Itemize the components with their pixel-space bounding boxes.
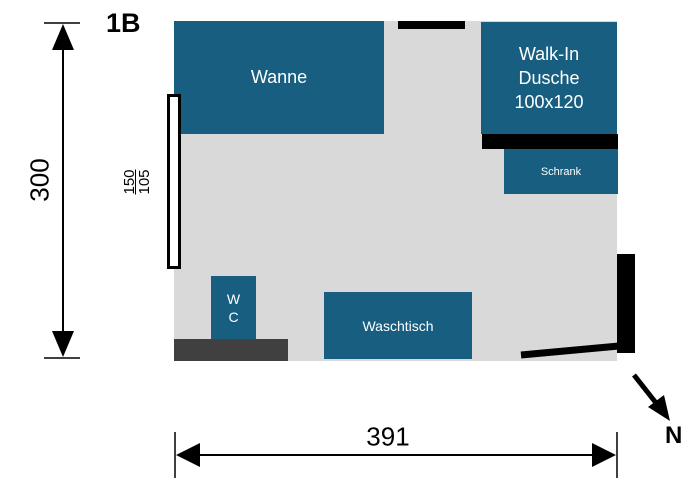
tub-label: Wanne [250,67,308,87]
north-arrow-icon [648,395,670,421]
arrow-down-icon [52,331,74,357]
tub: Wanne [174,21,384,134]
arrow-left-icon [176,443,200,467]
room-label: 1B [106,8,141,38]
shower-label-2: Dusche [518,68,580,88]
cabinet: Schrank [504,149,618,194]
width-dimension-label: 391 [366,421,410,452]
shower-label-1: Walk-In [518,44,580,64]
sink-label: Waschtisch [362,317,434,334]
window [167,94,181,269]
arrow-right-icon [592,443,616,467]
wc-label-1: W [226,290,241,307]
compass-label: N [665,422,683,449]
right-wall-segment [617,254,635,353]
door-line [520,342,620,359]
cabinet-label: Schrank [540,165,582,178]
height-dimension-label: 300 [24,158,55,202]
walk-in-shower: Walk-In Dusche 100x120 [481,22,617,134]
shower-label-3: 100x120 [514,92,584,112]
top-wall-segment [398,21,465,29]
sink: Waschtisch [324,292,472,359]
wc: W C [211,276,256,339]
arrow-up-icon [52,24,74,50]
wc-label-2: C [228,308,239,325]
shower-wall [482,134,618,149]
counter [174,339,288,361]
